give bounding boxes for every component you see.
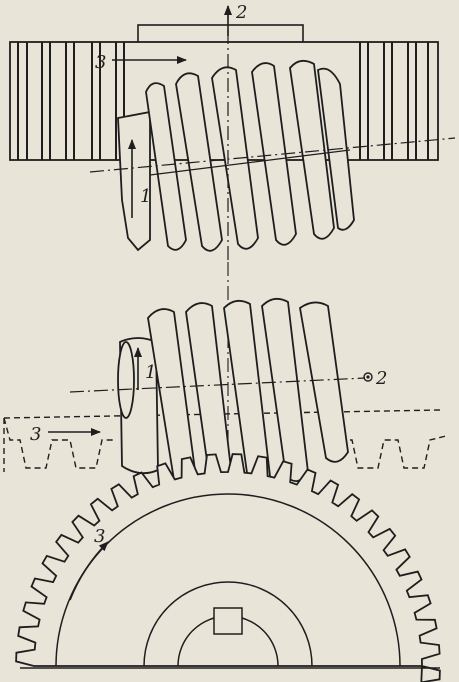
middle-rack: [3, 409, 447, 472]
bottom-wheel: [15, 453, 441, 682]
top-axes: [89, 5, 456, 262]
wheel-tooth-lines: [17, 42, 429, 160]
middle-axes: [48, 347, 373, 436]
middle-worm-axis: [69, 377, 366, 393]
top-label-2: 2: [235, 2, 247, 23]
gear-arrow-3: [69, 541, 109, 601]
top-label-3: 3: [95, 52, 106, 73]
top-label-1: 1: [140, 186, 151, 207]
middle-label-2: 2: [375, 368, 387, 389]
axis-2-symbol: [363, 372, 373, 382]
top-worm-axis: [89, 137, 456, 173]
wheel-hub-arc: [143, 581, 313, 667]
top-worm: [117, 59, 355, 252]
middle-label-1: 1: [145, 362, 156, 383]
gear-label-3: 3: [94, 526, 105, 547]
gear-teeth-outline: [15, 453, 441, 682]
keyway: [213, 607, 243, 635]
middle-worm: [117, 297, 349, 488]
rack-label-3: 3: [30, 424, 41, 445]
